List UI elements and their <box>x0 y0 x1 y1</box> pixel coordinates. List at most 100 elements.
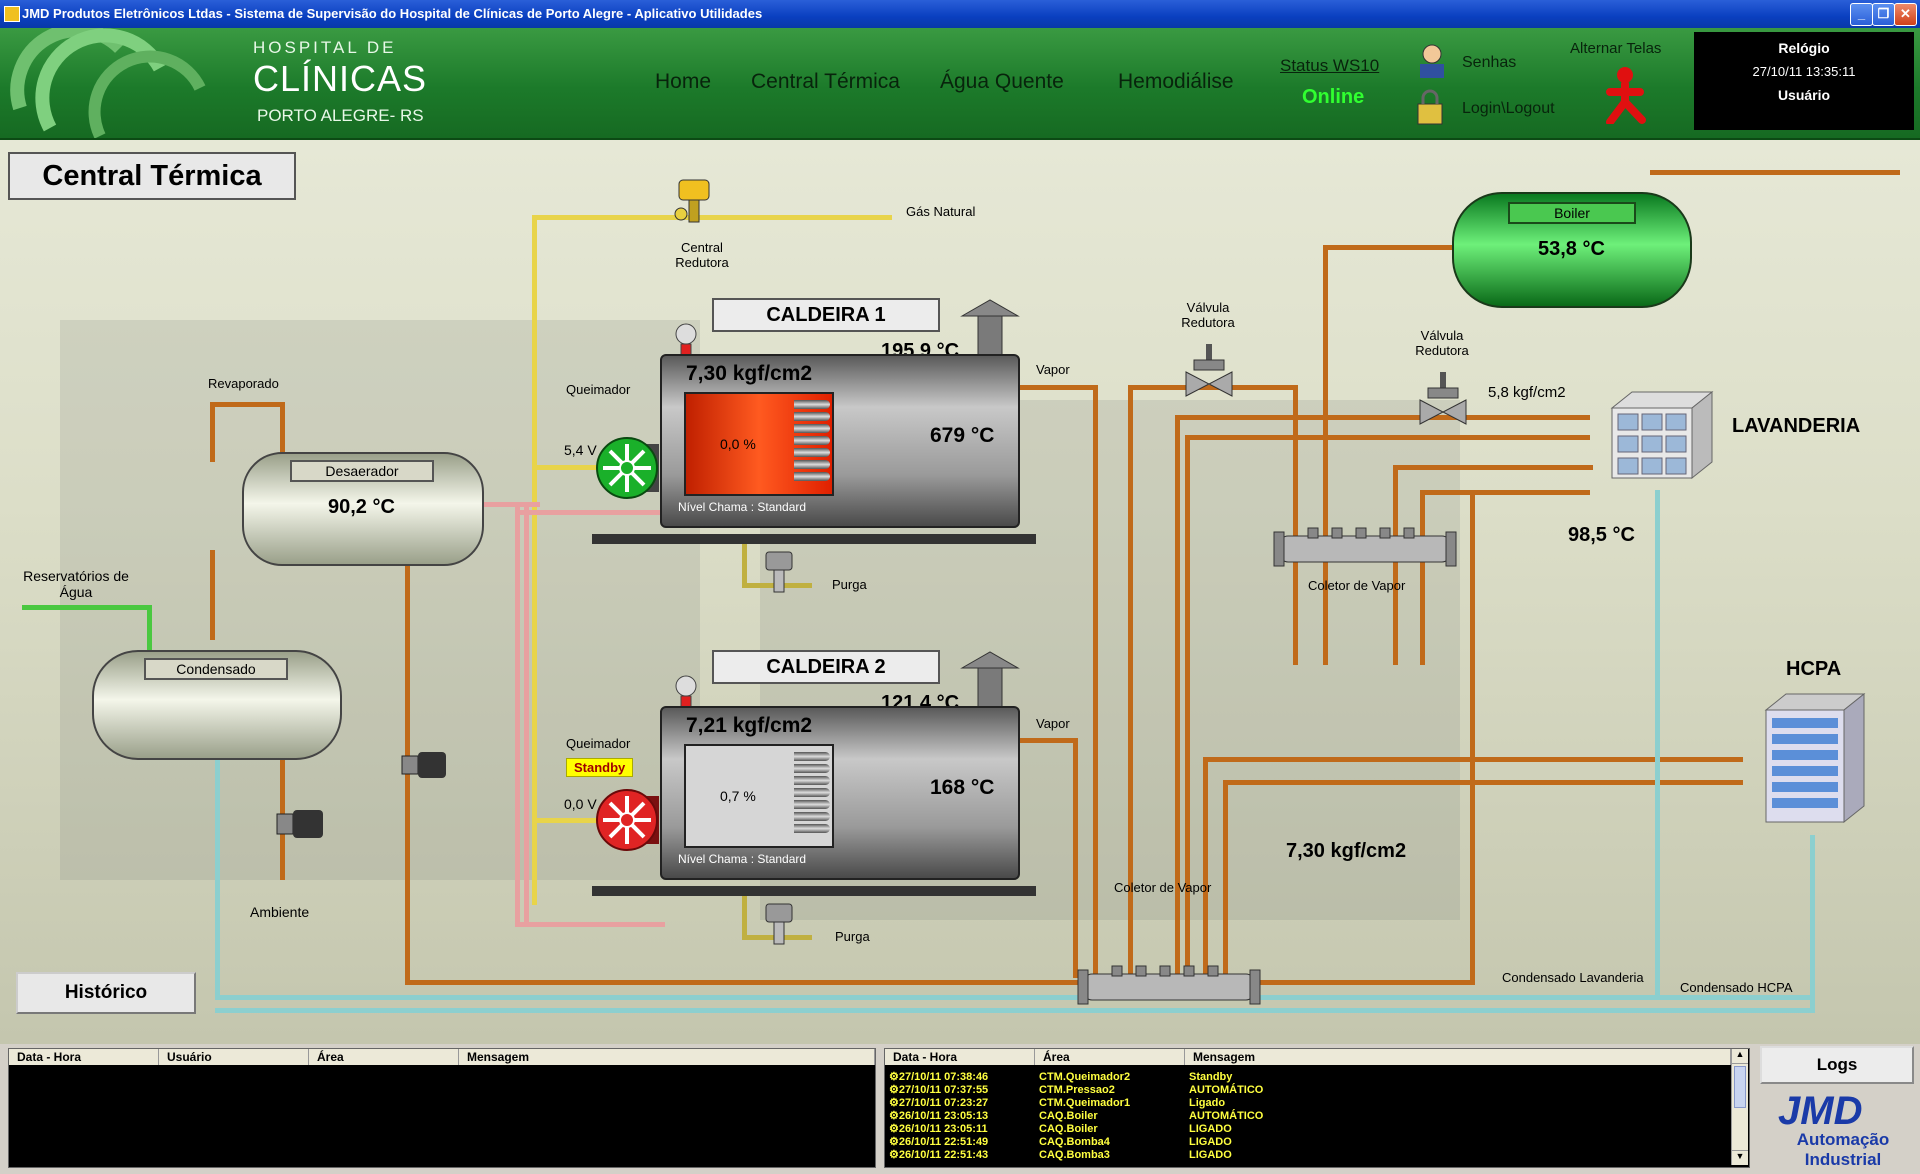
lav-pipe-3-down <box>1393 465 1398 665</box>
log-message: LIGADO <box>1189 1136 1232 1148</box>
condensado-tank[interactable]: Condensado <box>92 650 342 760</box>
cond-lavanderia-label: Condensado Lavanderia <box>1502 970 1644 985</box>
pump-icon-2[interactable] <box>275 808 327 840</box>
login-link[interactable]: Login\Logout <box>1462 100 1555 117</box>
lavanderia-building-icon[interactable] <box>1602 388 1722 480</box>
right-col-area[interactable]: Área <box>1035 1049 1185 1065</box>
caldeira2-tubes <box>794 752 830 836</box>
alarm-log-panel[interactable]: Data - Hora Área Mensagem ⚙27/10/11 07:3… <box>884 1048 1750 1168</box>
lav-pipe-4 <box>1420 490 1590 495</box>
senhas-link[interactable]: Senhas <box>1462 54 1517 71</box>
svg-text:JMD: JMD <box>1778 1089 1862 1130</box>
lav-pipe-4-down <box>1420 490 1425 665</box>
desaerador-value: 90,2 °C <box>328 496 395 518</box>
lav-pipe-2 <box>1185 435 1590 440</box>
maximize-button[interactable]: ❐ <box>1872 3 1895 26</box>
hcpa-pipe-2 <box>1223 780 1743 785</box>
close-button[interactable]: ✕ <box>1894 3 1917 26</box>
caldeira1-flame-pct: 0,0 % <box>720 436 756 452</box>
coletor1-icon[interactable] <box>1272 526 1458 572</box>
queimador1-label: Queimador <box>566 382 631 397</box>
scroll-up-icon[interactable]: ▲ <box>1732 1049 1748 1064</box>
window-title: JMD Produtos Eletrônicos Ltdas - Sistema… <box>22 6 763 21</box>
desaerador-tank[interactable]: Desaerador 90,2 °C <box>242 452 484 566</box>
burner1-fan-icon[interactable] <box>595 436 659 500</box>
usuario-label: Usuário <box>1777 87 1831 103</box>
left-col-mensagem[interactable]: Mensagem <box>459 1049 875 1065</box>
hcpa-building-icon[interactable] <box>1762 690 1868 824</box>
logo-line1: HOSPITAL DE <box>253 38 397 57</box>
hospital-logo-icon <box>10 28 206 138</box>
caldeira2-volt: 0,0 V <box>564 796 597 812</box>
cond-hcpa-label: Condensado HCPA <box>1680 980 1793 995</box>
lav-pipe-3 <box>1393 465 1593 470</box>
nav-home[interactable]: Home <box>655 70 712 93</box>
nav-agua-quente[interactable]: Água Quente <box>940 70 1064 93</box>
coletor2-icon[interactable] <box>1076 964 1262 1010</box>
user-log-panel[interactable]: Data - Hora Usuário Área Mensagem <box>8 1048 876 1168</box>
relogio-value: 27/10/11 13:35:11 <box>1752 64 1856 79</box>
alternar-telas-icon[interactable] <box>1600 66 1650 126</box>
left-col-datahora[interactable]: Data - Hora <box>9 1049 159 1065</box>
gas-pipe <box>532 215 892 220</box>
purga1-label: Purga <box>832 577 867 592</box>
log-area: CAQ.Bomba3 <box>1039 1149 1110 1161</box>
app-icon <box>4 6 20 22</box>
lav-pipe-1 <box>1175 415 1590 420</box>
gas-pipe-vertical <box>532 215 537 905</box>
burner2-fan-icon[interactable] <box>595 788 659 852</box>
header-bar: HOSPITAL DE CLÍNICAS PORTO ALEGRE- RS Ho… <box>0 28 1920 140</box>
revap-pipe-1 <box>210 402 215 462</box>
scroll-thumb[interactable] <box>1734 1066 1746 1108</box>
central-redutora-icon[interactable] <box>673 176 717 226</box>
valv2-pressure: 5,8 kgf/cm2 <box>1488 384 1566 401</box>
revaporado-label: Revaporado <box>208 376 279 391</box>
caldeira1-body[interactable]: 7,30 kgf/cm2 0,0 % Nível Chama : Standar… <box>660 354 1020 528</box>
steam-pipe-c2 <box>1018 738 1078 743</box>
steam-pipe-c2-down <box>1073 738 1078 978</box>
valvula2-icon[interactable] <box>1418 370 1468 428</box>
logs-button[interactable]: Logs <box>1760 1046 1914 1084</box>
pump-icon[interactable] <box>400 750 450 780</box>
valvula1-icon[interactable] <box>1184 342 1234 400</box>
feed-pipe-v2 <box>524 502 529 926</box>
caldeira1-pressure: 7,30 kgf/cm2 <box>686 362 813 385</box>
boiler-value: 53,8 °C <box>1538 238 1605 260</box>
right-col-mensagem[interactable]: Mensagem <box>1185 1049 1731 1065</box>
nav-central-termica[interactable]: Central Térmica <box>751 70 900 93</box>
historico-button[interactable]: Histórico <box>16 972 196 1014</box>
hcpa-pipe-1-down <box>1203 757 1208 977</box>
senhas-icon[interactable] <box>1415 42 1449 80</box>
log-message: AUTOMÁTICO <box>1189 1084 1264 1096</box>
caldeira2-title: CALDEIRA 2 <box>712 650 940 684</box>
purga2-valve-icon[interactable] <box>762 902 796 946</box>
scroll-down-icon[interactable]: ▼ <box>1732 1150 1748 1165</box>
caldeira2-flame-pct: 0,7 % <box>720 788 756 804</box>
steam-pipe-valv1 <box>1128 385 1298 390</box>
caldeira2-body[interactable]: 7,21 kgf/cm2 0,7 % Nível Chama : Standar… <box>660 706 1020 880</box>
caldeira2-temp-body: 168 °C <box>930 776 995 799</box>
purga1-pipe <box>742 544 747 588</box>
background-building <box>60 320 700 880</box>
right-col-datahora[interactable]: Data - Hora <box>885 1049 1035 1065</box>
left-col-area[interactable]: Área <box>309 1049 459 1065</box>
logs-area: Data - Hora Usuário Área Mensagem Data -… <box>0 1044 1920 1174</box>
log-datetime: 27/10/11 07:38:46 <box>898 1071 989 1083</box>
alarm-scrollbar[interactable]: ▲ ▼ <box>1731 1049 1748 1165</box>
left-col-usuario[interactable]: Usuário <box>159 1049 309 1065</box>
boiler-tank[interactable]: Boiler 53,8 °C <box>1452 192 1692 308</box>
minimize-button[interactable]: _ <box>1850 3 1873 26</box>
boiler-pipe <box>1323 245 1328 665</box>
caldeira1-volt: 5,4 V <box>564 442 597 458</box>
log-datetime: 27/10/11 07:23:27 <box>898 1097 989 1109</box>
lock-icon[interactable] <box>1415 88 1445 126</box>
purga1-valve-icon[interactable] <box>762 550 796 594</box>
nav-hemodialise[interactable]: Hemodiálise <box>1118 70 1234 93</box>
